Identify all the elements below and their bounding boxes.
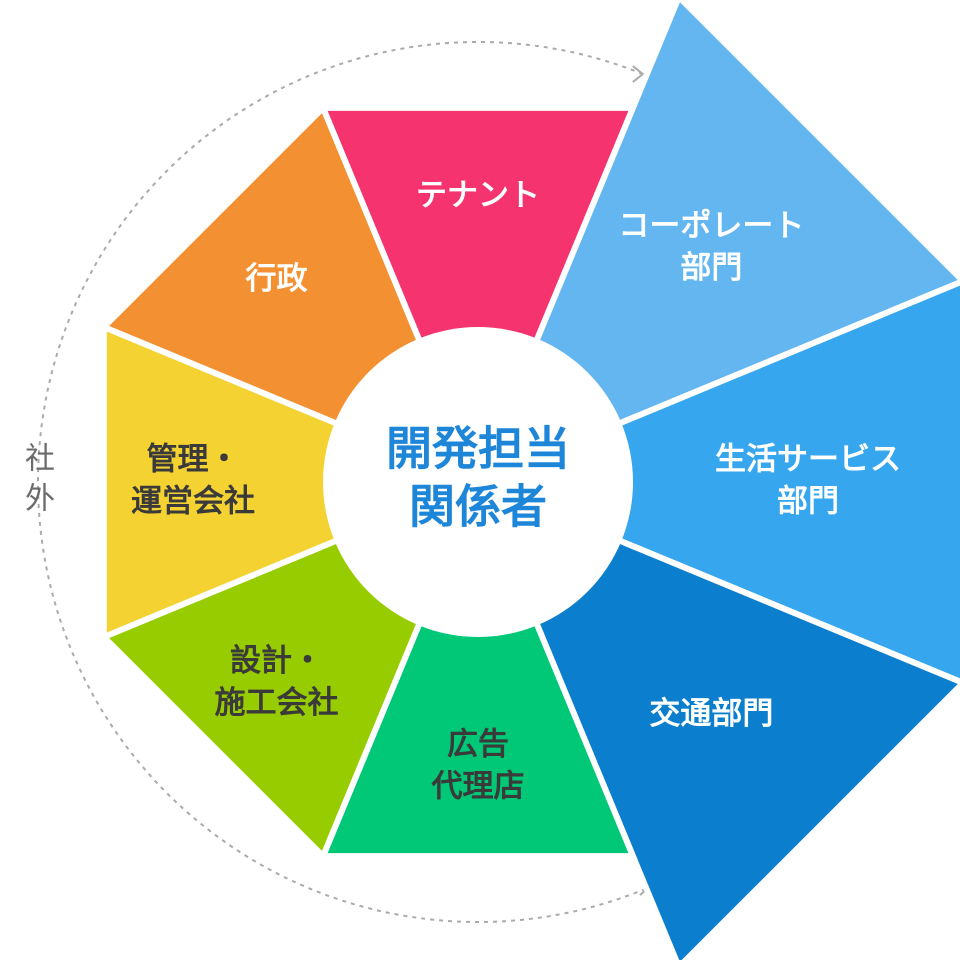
segment-label-corporate: 部門: [680, 250, 742, 286]
segment-label-lifestyle: 生活サービス: [715, 442, 901, 478]
segment-label-government: 行政: [244, 261, 307, 297]
side-label-line2: 外: [25, 482, 55, 517]
segment-label-ad-agency: 広告: [447, 727, 509, 763]
segment-label-corporate: コーポレート: [618, 208, 804, 244]
outer-dashed-arc-path: [37, 41, 651, 923]
center-title-line1: 開発担当: [386, 422, 570, 476]
side-label-line1: 社: [25, 442, 55, 477]
segment-label-design: 設計・: [230, 643, 323, 679]
center-circle: [323, 327, 633, 637]
center-title-line2: 関係者: [409, 480, 547, 534]
segment-label-transport: 交通部門: [649, 696, 773, 732]
segment-label-management: 管理・: [147, 442, 240, 478]
dashed-arc-arrowhead-top: [632, 65, 645, 83]
segment-label-design: 施工会社: [214, 685, 338, 721]
segment-label-ad-agency: 代理店: [431, 769, 525, 805]
segment-label-lifestyle: 部門: [777, 484, 839, 520]
segment-label-management: 運営会社: [131, 484, 255, 520]
segment-label-tenant: テナント: [416, 178, 540, 214]
segments: テナントコーポレート部門生活サービス部門交通部門広告代理店設計・施工会社管理・運…: [98, 0, 960, 960]
